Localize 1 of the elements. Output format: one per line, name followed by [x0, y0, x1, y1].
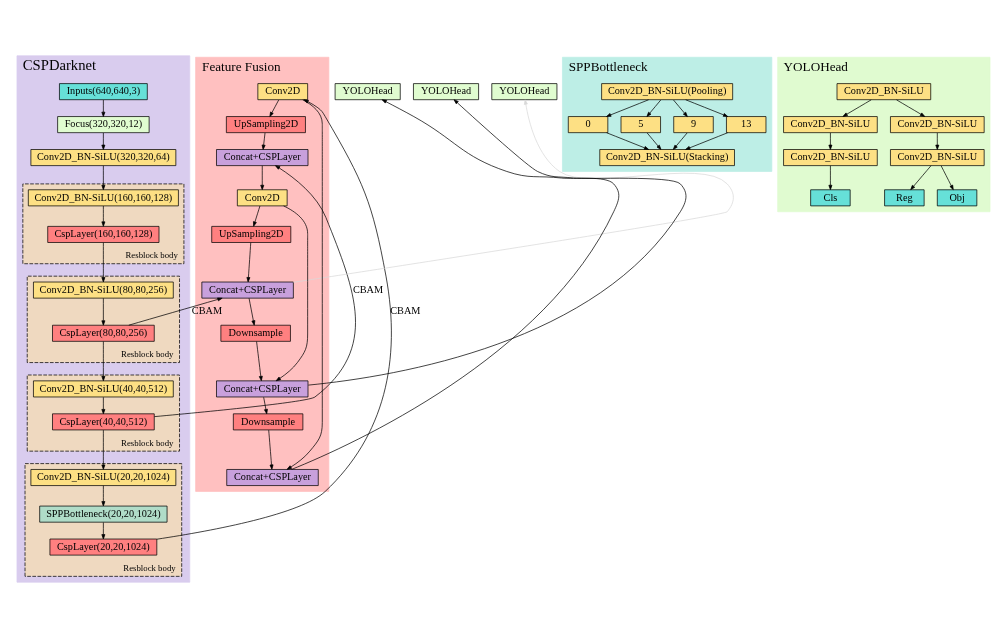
edge-label: CBAM [352, 283, 384, 295]
